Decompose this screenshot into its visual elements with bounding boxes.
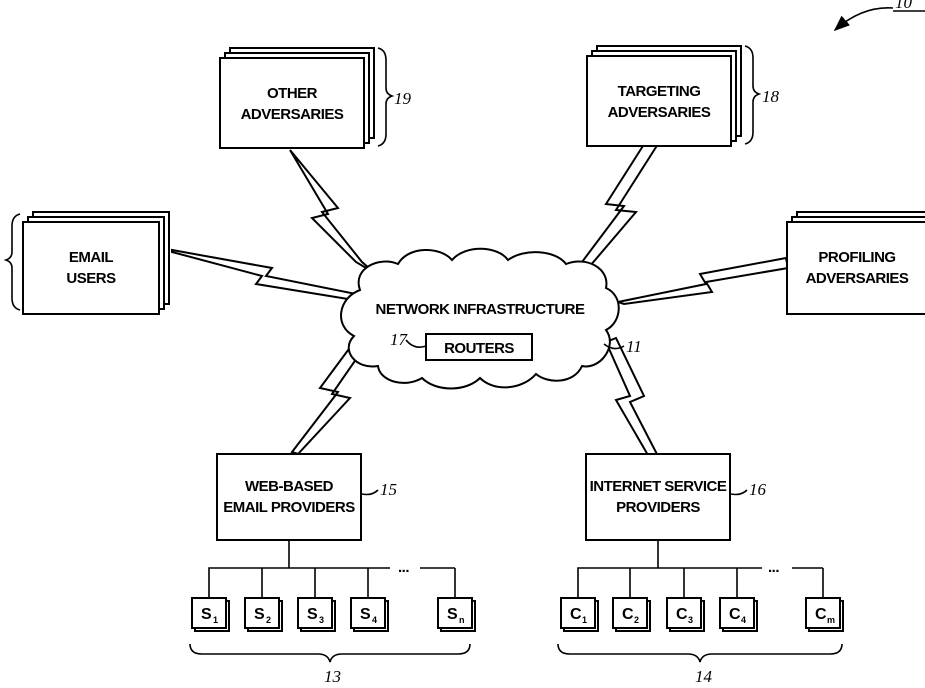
- client-label-1: C: [570, 606, 582, 623]
- targeting-adversaries: TARGETING ADVERSARIES 18: [586, 45, 780, 147]
- svg-text:ADVERSARIES: ADVERSARIES: [241, 106, 344, 123]
- bracket-14: [557, 643, 843, 663]
- svg-text:PROVIDERS: PROVIDERS: [616, 499, 700, 516]
- network-infrastructure-cloud: NETWORK INFRASTRUCTURE ROUTERS 17 11: [340, 247, 642, 390]
- network-label: NETWORK INFRASTRUCTURE: [376, 301, 585, 318]
- lightning-links: [171, 136, 790, 464]
- bracket-13: [189, 643, 471, 663]
- client-label-5: C: [815, 606, 827, 623]
- svg-text:TARGETING: TARGETING: [618, 83, 701, 100]
- server-subscript-4: 4: [372, 615, 377, 625]
- server-label-5: S: [447, 606, 458, 623]
- other-adversaries: OTHER ADVERSARIES 19: [219, 47, 412, 149]
- ref-13: 13: [324, 667, 341, 686]
- client-subscript-4: 4: [741, 615, 746, 625]
- bolt-isps: [604, 336, 662, 464]
- svg-text:OTHER: OTHER: [267, 85, 318, 102]
- ref-15: 15: [380, 480, 397, 499]
- server-label-1: S: [201, 606, 212, 623]
- svg-text:USERS: USERS: [66, 270, 116, 287]
- bracket-email-users: [3, 213, 21, 311]
- client-subscript-1: 1: [582, 615, 587, 625]
- svg-text:EMAIL PROVIDERS: EMAIL PROVIDERS: [223, 499, 355, 516]
- figure-ref-10: 10: [833, 0, 925, 32]
- svg-text:EMAIL: EMAIL: [69, 249, 114, 266]
- bolt-profiling-adversaries: [614, 256, 790, 306]
- bolt-other-adversaries: [289, 149, 377, 275]
- client-subscript-2: 2: [634, 615, 639, 625]
- bolt-email-users: [171, 248, 358, 302]
- routers-box: [425, 333, 533, 361]
- server-label-2: S: [254, 606, 265, 623]
- client-subscript-5: m: [827, 615, 835, 625]
- network-ref: 11: [626, 337, 642, 356]
- svg-text:WEB-BASED: WEB-BASED: [245, 478, 334, 495]
- bracket-19: [377, 47, 395, 147]
- routers-ref: 17: [390, 330, 409, 349]
- client-ellipsis: ...: [768, 559, 779, 576]
- bolt-targeting-adversaries: [580, 136, 660, 268]
- email-users: EMAIL USERS: [3, 211, 170, 315]
- server-subscript-5: n: [459, 615, 465, 625]
- svg-text:PROFILING: PROFILING: [818, 249, 895, 266]
- ref-18: 18: [762, 87, 780, 106]
- web-email-providers: WEB-BASED EMAIL PROVIDERS 15: [216, 453, 397, 541]
- server-ellipsis: ...: [398, 559, 409, 576]
- ref-16: 16: [749, 480, 767, 499]
- svg-text:INTERNET SERVICE: INTERNET SERVICE: [590, 478, 727, 495]
- server-subscript-2: 2: [266, 615, 271, 625]
- bracket-18: [744, 45, 762, 145]
- server-subscript-1: 1: [213, 615, 218, 625]
- routers-label: ROUTERS: [444, 340, 514, 357]
- ref-19: 19: [394, 89, 412, 108]
- server-label-3: S: [307, 606, 318, 623]
- client-subscript-3: 3: [688, 615, 693, 625]
- ref-14: 14: [695, 667, 713, 686]
- svg-text:ADVERSARIES: ADVERSARIES: [806, 270, 909, 287]
- client-label-4: C: [729, 606, 741, 623]
- server-label-4: S: [360, 606, 371, 623]
- svg-text:ADVERSARIES: ADVERSARIES: [608, 104, 711, 121]
- server-subscript-3: 3: [319, 615, 324, 625]
- isps: INTERNET SERVICE PROVIDERS 16: [585, 453, 767, 541]
- profiling-adversaries: PROFILING ADVERSARIES: [786, 211, 925, 315]
- svg-text:10: 10: [895, 0, 913, 12]
- client-label-2: C: [622, 606, 634, 623]
- client-label-3: C: [676, 606, 688, 623]
